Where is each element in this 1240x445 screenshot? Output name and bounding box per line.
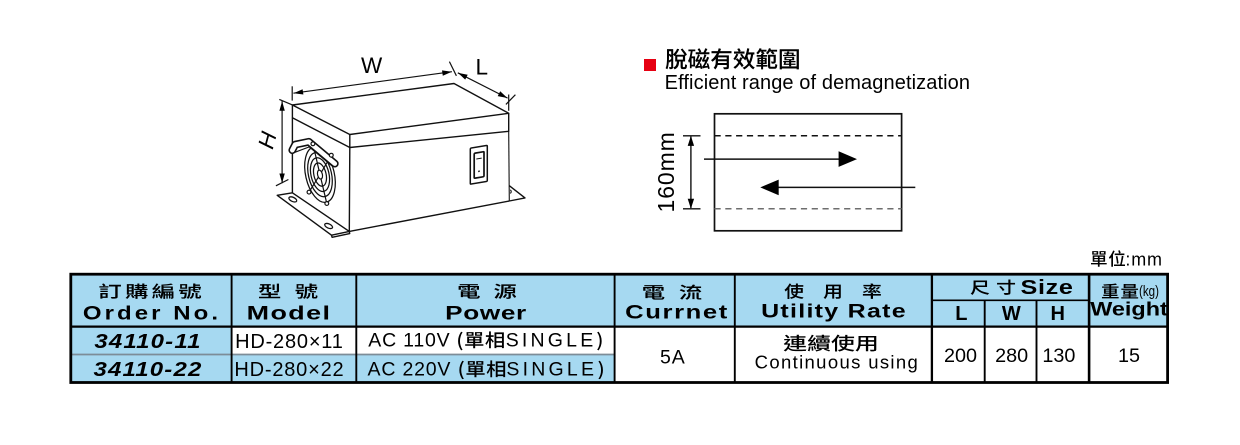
svg-text:H: H	[253, 129, 282, 152]
svg-text:W: W	[361, 53, 383, 78]
svg-text:160mm: 160mm	[653, 131, 679, 212]
svg-text:L: L	[476, 55, 489, 80]
